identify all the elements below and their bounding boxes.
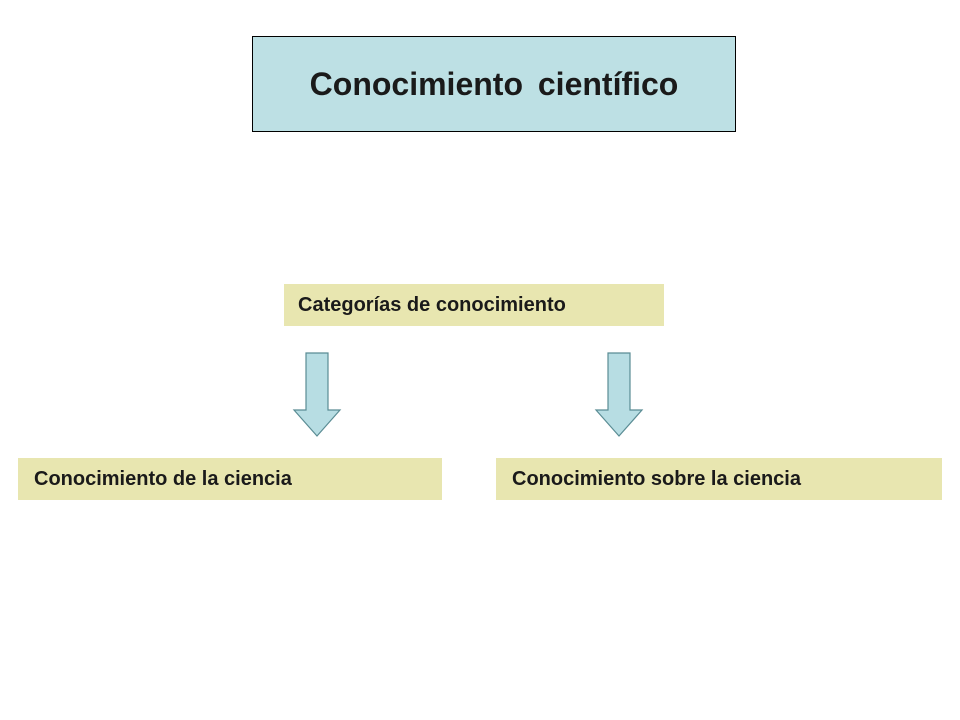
arrow-left-shape xyxy=(292,352,342,437)
category-node: Categorías de conocimiento xyxy=(284,284,664,326)
branch-node-ciencia: Conocimiento de la ciencia xyxy=(18,458,442,500)
diagram-title: Conocimiento científico xyxy=(252,36,736,132)
arrow-down-icon xyxy=(594,352,644,437)
arrow-down-icon xyxy=(292,352,342,437)
arrow-right-shape xyxy=(594,352,644,437)
branch-node-sobre-ciencia: Conocimiento sobre la ciencia xyxy=(496,458,942,500)
